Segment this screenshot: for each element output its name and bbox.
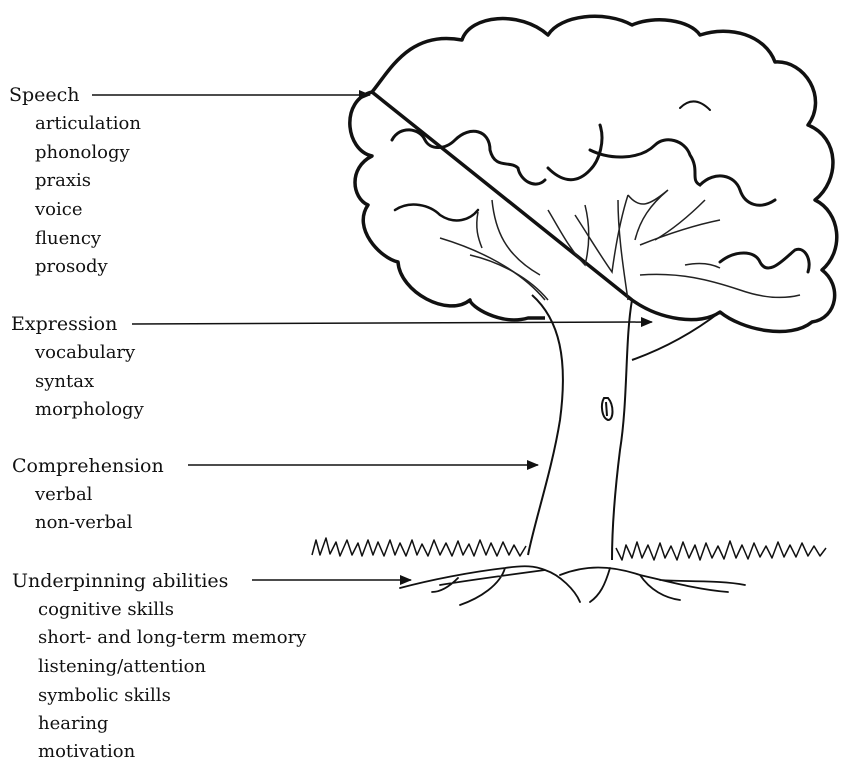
comprehension-item: non-verbal xyxy=(35,512,133,533)
branch-left-secondary xyxy=(491,199,541,276)
trunk-right-edge xyxy=(611,299,633,561)
expression-item: vocabulary xyxy=(35,342,136,363)
expression-item: syntax xyxy=(35,371,95,392)
speech-item: phonology xyxy=(35,142,130,163)
branch-middle-a xyxy=(547,204,590,267)
expression-heading: Expression xyxy=(11,313,118,335)
expression-arrow xyxy=(131,317,653,328)
crown-fold-lower-right xyxy=(718,247,811,274)
crown-fold-lower-left xyxy=(393,203,480,222)
crown-fold-small xyxy=(679,100,711,111)
crown-fold-right xyxy=(588,138,777,207)
branch-right-d xyxy=(684,262,721,269)
branch-middle-c xyxy=(627,189,669,241)
speech-item: fluency xyxy=(35,228,102,249)
branch-left-main xyxy=(439,237,546,301)
underpinning-item: symbolic skills xyxy=(38,685,171,706)
branch-middle-b xyxy=(574,194,629,274)
underpinning-heading: Underpinning abilities xyxy=(12,570,229,592)
underpinning-item: short- and long-term memory xyxy=(38,627,307,648)
branch-right-a xyxy=(639,219,721,246)
speech-heading: Speech xyxy=(9,84,80,106)
branch-right-c xyxy=(639,273,801,299)
speech-item: praxis xyxy=(35,170,92,191)
underpinning-item: motivation xyxy=(38,741,136,762)
tree-crown xyxy=(348,14,839,334)
grass-right xyxy=(615,540,827,561)
crown-fold-center xyxy=(546,123,604,182)
trunk-knot xyxy=(600,397,614,422)
expression-item: morphology xyxy=(35,399,144,420)
comprehension-item: verbal xyxy=(35,484,93,505)
roots xyxy=(399,565,746,606)
grass-left xyxy=(311,537,527,557)
underpinning-item: hearing xyxy=(38,713,109,734)
speech-item: prosody xyxy=(35,256,108,277)
speech-item: articulation xyxy=(35,113,141,134)
branch-mid-vertical xyxy=(617,199,629,301)
crown-fold-left xyxy=(390,128,547,186)
comprehension-heading: Comprehension xyxy=(12,455,164,477)
trunk-left-edge xyxy=(527,294,564,556)
underpinning-item: listening/attention xyxy=(38,656,207,677)
speech-item: voice xyxy=(35,199,83,220)
branch-left-small xyxy=(476,211,483,249)
underpinning-item: cognitive skills xyxy=(38,599,174,620)
branch-right-b xyxy=(654,199,706,241)
trunk-right-branch xyxy=(631,311,721,361)
branch-left-lower xyxy=(469,254,549,301)
